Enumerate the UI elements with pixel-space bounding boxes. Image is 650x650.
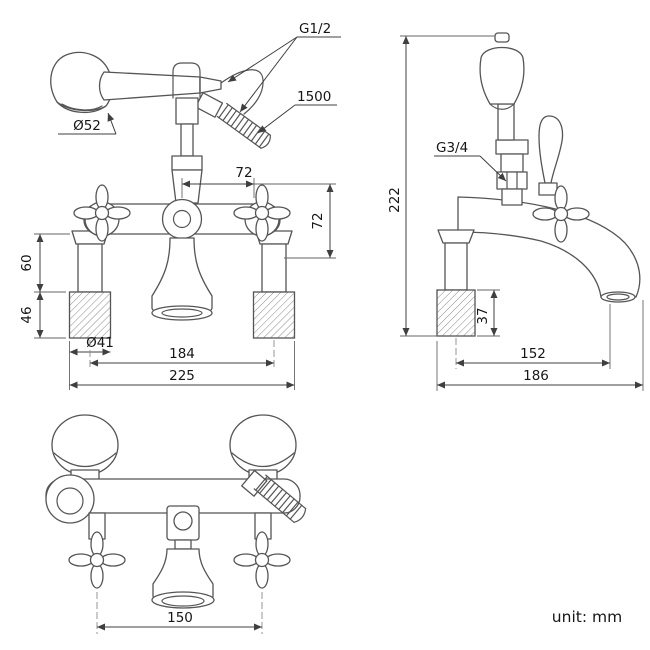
spout-top — [151, 548, 215, 609]
top-view — [45, 414, 307, 609]
inlet-leg-side — [436, 229, 476, 337]
spout-front — [151, 237, 213, 321]
handset-hook-ring-top — [45, 474, 95, 524]
dim-body-height: 60 — [19, 254, 35, 271]
dim-hose-thread: G1/2 — [299, 21, 331, 37]
dim-valve-spacing-h: 72 — [235, 165, 252, 181]
side-view — [436, 32, 641, 337]
dim-inlet-centres: 184 — [169, 346, 195, 362]
cross-handle-right-top — [233, 531, 291, 589]
dim-overall-width: 225 — [169, 368, 195, 384]
diverter-lever-side — [538, 115, 564, 196]
front-view-dimensions: G1/2 1500 Ø52 72 72 60 46 Ø41 — [19, 21, 341, 390]
valve-body-side — [495, 139, 529, 206]
dim-shank-length: 46 — [19, 306, 35, 323]
shower-hose-top — [241, 469, 307, 523]
handset-side — [479, 32, 525, 141]
dim-deck-thickness: 37 — [475, 307, 491, 324]
dim-hose-length: 1500 — [297, 89, 331, 105]
diverter-top — [166, 505, 200, 550]
dim-outlet-thread: G3/4 — [436, 140, 468, 156]
dim-handle-centres: 150 — [167, 610, 193, 626]
dim-handset-diameter: Ø52 — [73, 118, 101, 134]
unit-note: unit: mm — [552, 608, 622, 626]
dim-overall-depth: 186 — [523, 368, 549, 384]
dim-overall-height: 222 — [387, 187, 403, 213]
handset-front — [50, 51, 222, 113]
front-view — [50, 51, 296, 339]
cross-handle-left-top — [68, 531, 126, 589]
top-view-dimensions: 150 — [96, 592, 263, 634]
dim-shank-diameter: Ø41 — [86, 335, 114, 351]
hose-coil-icon — [216, 102, 271, 149]
valve-domes-top — [51, 414, 297, 481]
dim-valve-spacing-v: 72 — [310, 212, 326, 229]
side-view-dimensions: 222 G3/4 37 152 186 — [387, 35, 644, 391]
dim-spout-reach: 152 — [520, 346, 546, 362]
